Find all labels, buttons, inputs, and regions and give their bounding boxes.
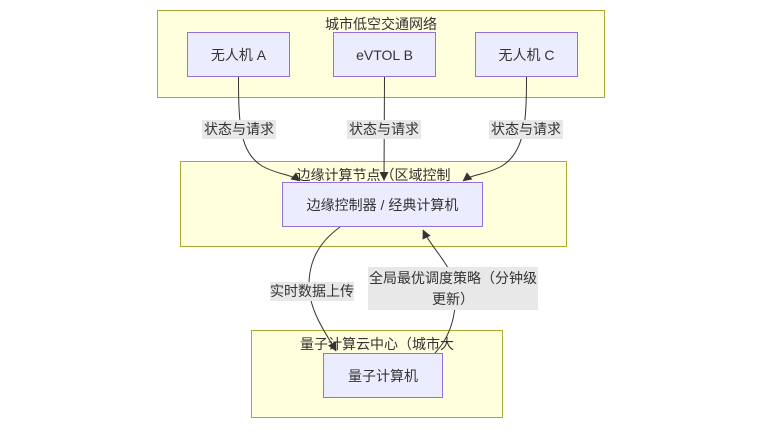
node-drone-a-label: 无人机 A [210, 46, 267, 63]
cluster-edge-computing-title: 边缘计算节点（区域控制 [296, 167, 451, 183]
node-edge-controller-label: 边缘控制器 / 经典计算机 [306, 196, 459, 213]
edge-drone-a-to-controller [238, 76, 301, 182]
edge-label-status-b: 状态与请求 [347, 120, 421, 139]
cluster-edge-computing: 边缘计算节点（区域控制 [180, 161, 567, 247]
node-drone-a[interactable]: 无人机 A [187, 32, 290, 77]
edge-label-realtime-upload: 实时数据上传 [270, 282, 354, 301]
node-evtol-b-label: eVTOL B [356, 46, 413, 63]
edge-label-status-a: 状态与请求 [202, 120, 276, 139]
node-edge-controller[interactable]: 边缘控制器 / 经典计算机 [282, 182, 483, 227]
edge-drone-c-to-controller [462, 76, 527, 182]
node-quantum-computer[interactable]: 量子计算机 [323, 353, 443, 398]
edge-label-global-schedule: 全局最优调度策略（分钟级更新） [368, 267, 538, 310]
edge-label-status-c: 状态与请求 [489, 120, 563, 139]
cluster-urban-airspace-title: 城市低空交通网络 [325, 16, 437, 32]
node-evtol-b[interactable]: eVTOL B [333, 32, 436, 77]
node-drone-c[interactable]: 无人机 C [475, 32, 578, 77]
cluster-quantum-cloud-title: 量子计算云中心（城市大 [300, 336, 454, 352]
node-drone-c-label: 无人机 C [498, 46, 555, 63]
node-quantum-computer-label: 量子计算机 [348, 367, 418, 384]
